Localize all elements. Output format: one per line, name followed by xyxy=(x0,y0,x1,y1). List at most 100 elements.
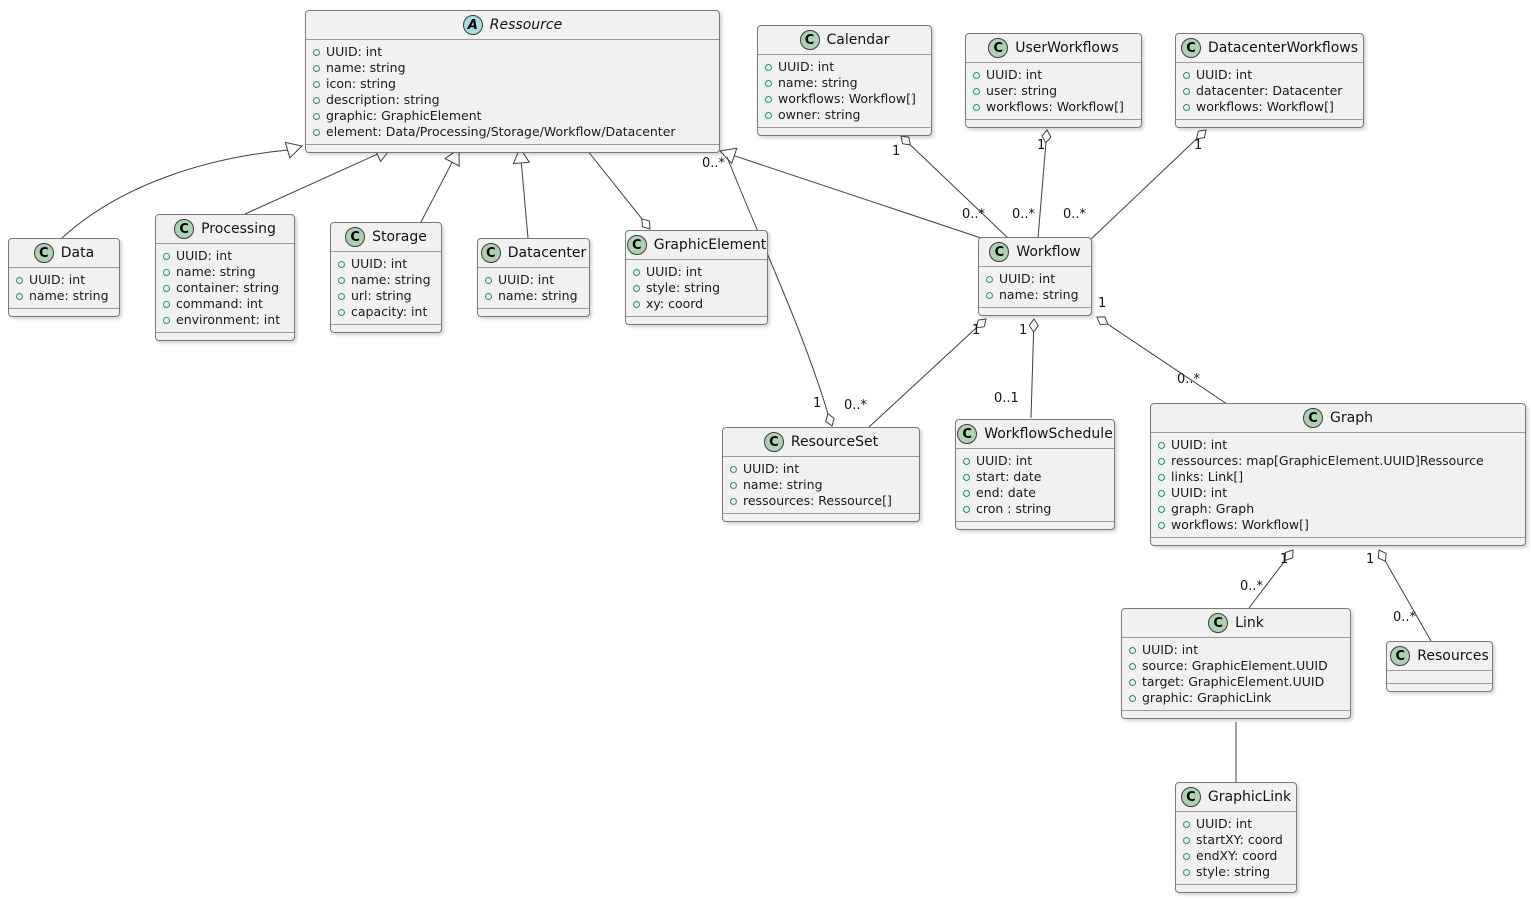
attribute-text: name: string xyxy=(176,264,256,279)
edge-workflow-extends-ressource xyxy=(734,155,985,240)
attribute-text: cron : string xyxy=(976,501,1052,516)
multiplicity-label: 1 xyxy=(1037,138,1046,153)
attribute-text: UUID: int xyxy=(498,272,555,287)
edge-graph-link xyxy=(1248,560,1286,609)
class-methods-empty xyxy=(979,307,1091,315)
aggregation-diamond-workflow-graph xyxy=(1096,316,1109,325)
multiplicity-label: 0..* xyxy=(844,398,868,413)
field-visibility-icon xyxy=(313,96,320,104)
multiplicity-label: 1 xyxy=(1366,552,1375,567)
attribute-text: start: date xyxy=(976,469,1042,484)
field-visibility-icon xyxy=(1183,868,1190,876)
attribute-row: xy: coord xyxy=(633,296,759,312)
attribute-row: UUID: int xyxy=(973,67,1133,83)
class-attributes xyxy=(1387,670,1492,683)
multiplicity-label: 0..* xyxy=(962,207,986,222)
class-title: Ressource xyxy=(489,17,563,33)
attribute-row: UUID: int xyxy=(1183,816,1288,832)
field-visibility-icon xyxy=(313,128,320,136)
multiplicity-label: 0..* xyxy=(1063,207,1087,222)
attribute-row: end: date xyxy=(963,485,1106,501)
class-title: UserWorkflows xyxy=(1015,40,1119,56)
field-visibility-icon xyxy=(1129,694,1136,702)
class-title: Data xyxy=(60,245,95,261)
field-visibility-icon xyxy=(765,95,772,103)
attribute-row: workflows: Workflow[] xyxy=(973,99,1133,115)
attribute-text: name: string xyxy=(743,477,823,492)
attribute-text: UUID: int xyxy=(351,256,408,271)
multiplicity-label: 0..* xyxy=(1177,372,1201,387)
field-visibility-icon xyxy=(1183,820,1190,828)
class-methods-empty xyxy=(331,324,441,332)
aggregation-diamond-ressource-graphicelement xyxy=(641,218,651,230)
multiplicity-label: 1 xyxy=(1098,296,1107,311)
field-visibility-icon xyxy=(1129,662,1136,670)
field-visibility-icon xyxy=(1158,441,1165,449)
field-visibility-icon xyxy=(485,292,492,300)
attribute-row: element: Data/Processing/Storage/Workflo… xyxy=(313,124,711,140)
class-icon: C xyxy=(799,30,820,50)
attribute-text: links: Link[] xyxy=(1171,469,1244,484)
attribute-row: UUID: int xyxy=(16,272,111,288)
multiplicity-label: 0..* xyxy=(702,156,726,171)
attribute-text: workflows: Workflow[] xyxy=(1171,517,1309,532)
attribute-row: workflows: Workflow[] xyxy=(1158,517,1517,533)
attribute-text: owner: string xyxy=(778,107,861,122)
attribute-text: workflows: Workflow[] xyxy=(778,91,916,106)
attribute-row: startXY: coord xyxy=(1183,832,1288,848)
attribute-row: workflows: Workflow[] xyxy=(765,91,923,107)
attribute-text: capacity: int xyxy=(351,304,428,319)
edge-resourceset-ressource xyxy=(726,156,829,415)
attribute-row: start: date xyxy=(963,469,1106,485)
attribute-text: graphic: GraphicLink xyxy=(1142,690,1272,705)
attribute-row: UUID: int xyxy=(1129,642,1342,658)
attribute-row: capacity: int xyxy=(338,304,433,320)
attribute-row: cron : string xyxy=(963,501,1106,517)
field-visibility-icon xyxy=(163,300,170,308)
attribute-text: UUID: int xyxy=(743,461,800,476)
attribute-row: name: string xyxy=(338,272,433,288)
attribute-text: environment: int xyxy=(176,312,281,327)
attribute-text: UUID: int xyxy=(976,453,1033,468)
field-visibility-icon xyxy=(1183,103,1190,111)
field-visibility-icon xyxy=(313,64,320,72)
attribute-text: UUID: int xyxy=(29,272,86,287)
attribute-row: graphic: GraphicLink xyxy=(1129,690,1342,706)
field-visibility-icon xyxy=(313,80,320,88)
class-title: ResourceSet xyxy=(790,434,879,450)
field-visibility-icon xyxy=(1158,505,1165,513)
attribute-text: workflows: Workflow[] xyxy=(986,99,1124,114)
attribute-text: UUID: int xyxy=(1196,67,1253,82)
field-visibility-icon xyxy=(730,497,737,505)
attribute-text: endXY: coord xyxy=(1196,848,1278,863)
multiplicity-label: 0..* xyxy=(1012,207,1036,222)
class-icon: C xyxy=(174,219,195,239)
field-visibility-icon xyxy=(338,260,345,268)
attribute-row: UUID: int xyxy=(765,59,923,75)
field-visibility-icon xyxy=(163,268,170,276)
edge-graph-resources xyxy=(1384,561,1432,642)
attribute-text: container: string xyxy=(176,280,280,295)
attribute-row: name: string xyxy=(986,287,1083,303)
field-visibility-icon xyxy=(1183,87,1190,95)
field-visibility-icon xyxy=(1183,71,1190,79)
